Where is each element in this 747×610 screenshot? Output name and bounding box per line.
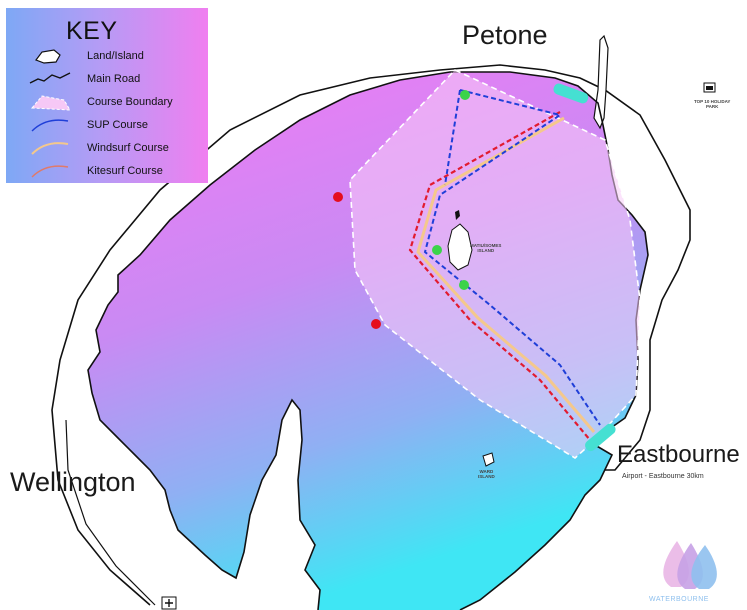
course-boundary [349,69,641,459]
main-road-inner [65,419,156,606]
label-line: PARK [706,103,719,109]
buoy-north [460,90,470,100]
kitesurf-course-icon [31,165,69,178]
key-item-road: Main Road [6,69,208,91]
logo-text: WATERBOURNE [649,596,709,603]
airport-icon [161,596,177,610]
mokopuna-islet [455,210,460,220]
key-label: Kitesurf Course [87,165,163,177]
road-icon [29,72,71,84]
label-line: MATIU/SOMES [470,243,502,248]
key-item-sup: SUP Course [6,115,208,137]
key-label: SUP Course [87,119,148,131]
buoy-island-south [459,280,469,290]
boundary-icon [30,95,71,111]
label-eastbourne-note: Airport - Eastbourne 30km [622,473,704,480]
windsurf-course-line [416,116,596,433]
start-marker-north [333,192,343,202]
waterbourne-logo [663,541,717,589]
windsurf-course-icon [31,142,69,155]
main-road [51,64,691,606]
eastbourne-launch-area [585,423,616,452]
key-label: Windsurf Course [87,142,169,154]
label-line: WARD [479,469,494,474]
label-line: ISLAND [478,473,495,479]
key-item-boundary: Course Boundary [6,92,208,114]
key-item-land: Land/Island [6,46,208,68]
ward-island [482,452,495,467]
label-line: TOP 10 HOLIDAY [694,99,731,104]
key-title: KEY [66,17,118,45]
island-icon [35,49,61,64]
matiu-somes-island [447,223,473,271]
start-marker-south [371,319,381,329]
sup-course-icon [31,119,69,132]
sup-course-return [444,89,461,186]
petone-launch-area [553,83,589,104]
label-matiu-island: MATIU/SOMES ISLAND [470,243,502,254]
label-ward-island: WARD ISLAND [478,469,495,480]
key-label: Land/Island [87,50,144,62]
key-label: Course Boundary [87,96,173,108]
label-line: ISLAND [477,247,495,253]
label-holiday-park: TOP 10 HOLIDAY PARK [694,99,731,110]
key-item-kitesurf: Kitesurf Course [6,161,208,183]
kitesurf-course-line [408,111,591,441]
key-item-windsurf: Windsurf Course [6,138,208,160]
sup-course-line [423,89,601,426]
holiday-park-icon [703,82,716,93]
label-wellington: Wellington [10,467,136,497]
coast-spit [593,34,609,130]
label-petone: Petone [462,20,548,50]
map-key: KEY Land/Island Main Road Course Boundar… [6,8,208,183]
label-eastbourne: Eastbourne [617,441,740,468]
buoy-island-west [432,245,442,255]
key-label: Main Road [87,73,141,85]
